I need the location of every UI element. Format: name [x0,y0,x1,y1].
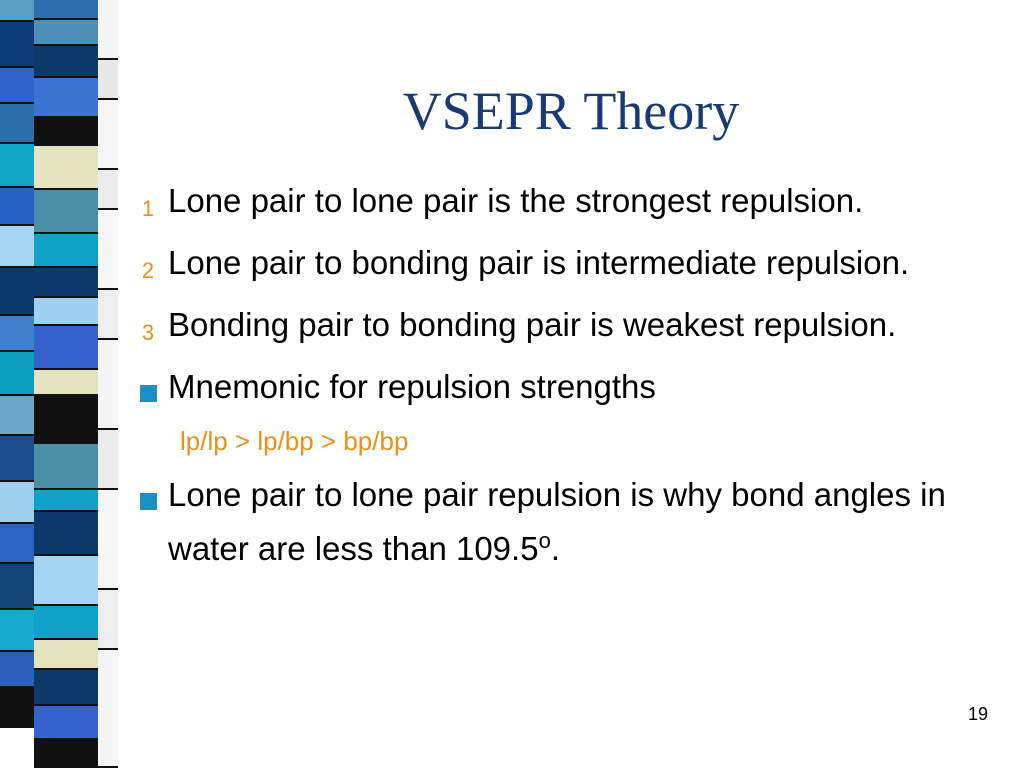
stripe-column-middle [34,0,98,768]
decorative-stripe-bar [0,0,118,768]
bullet-text: Lone pair to lone pair is the strongest … [168,182,864,219]
bullet-list: 1 Lone pair to lone pair is the stronges… [128,178,1018,580]
bullet-item-5: Lone pair to lone pair repulsion is why … [128,472,1018,572]
bullet-text: Bonding pair to bonding pair is weakest … [168,306,897,343]
bullet-text: Lone pair to lone pair repulsion is why … [168,472,1018,572]
stripe-column-right [98,0,118,768]
sub-bullet-text: lp/lp > lp/bp > bp/bp [180,426,409,456]
number-marker: 1 [141,196,155,221]
bullet-item-2: 2 Lone pair to bonding pair is intermedi… [128,240,1018,294]
stripe-column-left [0,0,34,728]
square-bullet-icon [128,472,168,526]
degree-superscript: o [538,528,551,553]
bullet-text: Lone pair to bonding pair is intermediat… [168,244,910,281]
bullet-text: Mnemonic for repulsion strengths [168,368,656,405]
number-marker: 3 [141,320,155,345]
slide-title: VSEPR Theory [402,81,740,141]
number-marker: 2 [141,258,155,283]
page-number: 19 [967,704,988,724]
bullet-item-1: 1 Lone pair to lone pair is the stronges… [128,178,1018,232]
bullet-text-main: Lone pair to lone pair repulsion is why … [168,476,946,567]
bullet-text-suffix: . [550,530,560,567]
bullet-item-4: Mnemonic for repulsion strengths [128,364,1018,418]
square-bullet-icon [128,364,168,418]
bullet-item-3: 3 Bonding pair to bonding pair is weakes… [128,302,1018,356]
